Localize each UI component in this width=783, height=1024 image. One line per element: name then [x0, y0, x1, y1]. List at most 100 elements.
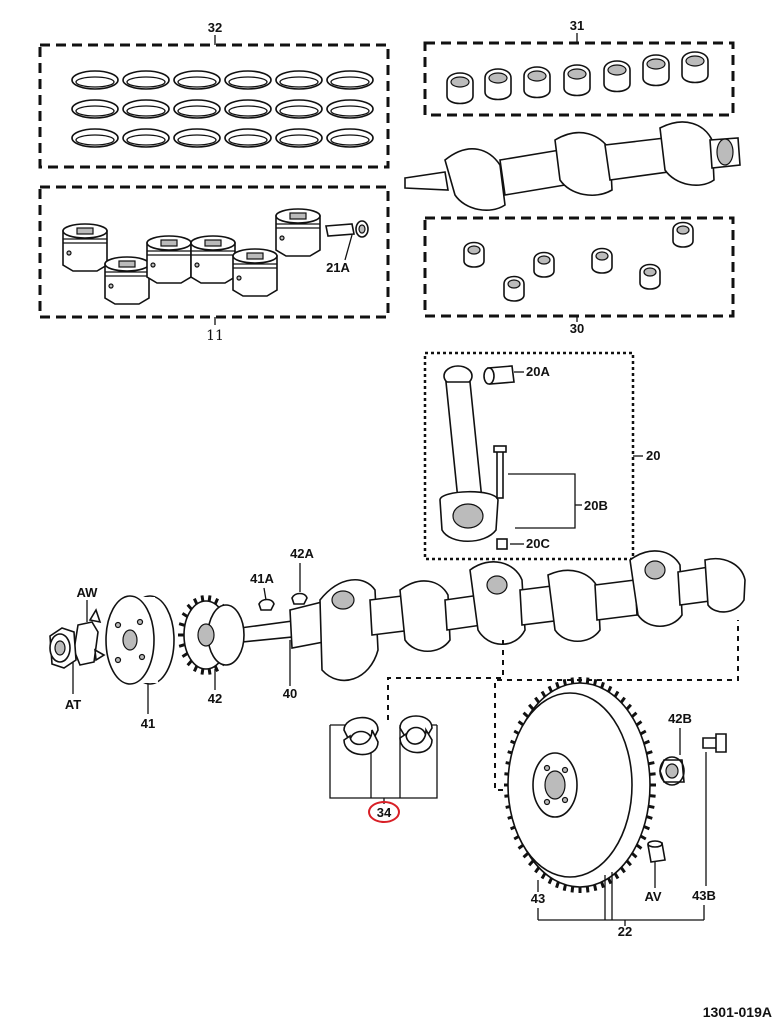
crankshaft-nut[interactable] [49, 627, 77, 669]
piston-ring-inner [75, 76, 115, 88]
main-bearing-bore [567, 68, 587, 80]
gear-tooth [186, 603, 193, 611]
main-bearing-bore [450, 76, 470, 88]
piston-ring [71, 99, 119, 119]
callout-32: 32 [208, 20, 222, 35]
callout-42b: 42B [668, 711, 692, 726]
ring-gear-tooth [593, 679, 598, 686]
piston-ring-set-group[interactable]: 32 [38, 20, 390, 169]
gear-tooth [200, 668, 205, 675]
figure-code: 1301-019A [703, 1004, 772, 1020]
crankshaft[interactable] [239, 550, 746, 682]
ring-gear-tooth [540, 690, 547, 698]
piston-ring [326, 70, 374, 90]
piston-ring [275, 70, 323, 90]
flywheel[interactable] [504, 677, 656, 893]
ring-gear-tooth [631, 852, 638, 859]
crankshaft-pulley[interactable] [105, 595, 175, 685]
rod-bearing-set-group[interactable]: 30 [423, 216, 735, 336]
ring-gear-tooth [643, 739, 651, 745]
piston-crown-mark [118, 260, 136, 268]
flywheel-bolt[interactable] [702, 733, 727, 753]
piston-ring-inner [126, 76, 166, 88]
rod-bearing-bore [537, 255, 551, 265]
crankshaft-gear[interactable] [178, 595, 245, 675]
piston-ring-inner [330, 134, 370, 146]
ring-gear-tooth [646, 815, 653, 820]
pilot-bearing[interactable] [659, 756, 685, 786]
connecting-rod-group[interactable]: 20A 20B 20C 20 [423, 351, 660, 561]
piston-ring-inner [126, 134, 166, 146]
piston-ring-inner [177, 105, 217, 117]
ring-gear-tooth [639, 834, 647, 841]
group-box-20 [423, 351, 635, 561]
piston-ring-inner [75, 134, 115, 146]
callout-at: AT [65, 697, 81, 712]
callout-30: 30 [570, 321, 584, 336]
gear-tooth [213, 665, 219, 673]
piston-pin-hole [66, 250, 72, 256]
piston-ring [224, 128, 272, 148]
callout-31: 31 [570, 18, 584, 33]
piston-crown-mark [204, 239, 222, 247]
ring-gear-tooth [648, 804, 655, 809]
group-box-32 [38, 43, 390, 169]
piston-ring [122, 70, 170, 90]
main-bearing-set-group[interactable]: 31 [423, 18, 735, 117]
ring-gear-tooth [562, 679, 567, 686]
piston-pin-hole [279, 235, 285, 241]
piston-ring-inner [177, 76, 217, 88]
piston-pin-hole [150, 262, 156, 268]
gear-tooth [178, 622, 186, 627]
leader-34-dashed [387, 640, 504, 720]
callout-40: 40 [283, 686, 297, 701]
ring-gear-tooth [646, 750, 653, 755]
callout-20c: 20C [526, 536, 550, 551]
gear-tooth [193, 597, 199, 605]
piston-ring-inner [330, 76, 370, 88]
piston-ring-inner [279, 134, 319, 146]
ring-gear-tooth [619, 866, 626, 874]
piston-ring [71, 128, 119, 148]
piston-ring-inner [228, 105, 268, 117]
piston-ring [326, 128, 374, 148]
lock-plate[interactable] [73, 608, 106, 666]
ring-gear-tooth [522, 852, 529, 859]
piston-ring-inner [126, 105, 166, 117]
piston-ring-inner [75, 105, 115, 117]
ring-gear-tooth [540, 872, 547, 880]
ring-gear-tooth [528, 859, 535, 867]
ring-gear-tooth [593, 884, 598, 891]
piston-ring-inner [177, 134, 217, 146]
ring-gear-tooth [643, 825, 651, 831]
main-bearing-bore [646, 58, 666, 70]
highlight-circle-34 [368, 801, 400, 823]
piston-ring-inner [330, 105, 370, 117]
ring-gear-tooth [570, 677, 575, 684]
piston-set-group[interactable]: 21A 11 [38, 185, 390, 344]
piston-crown-mark [246, 252, 264, 260]
callout-20: 20 [646, 448, 660, 463]
ring-gear-tooth [570, 886, 575, 893]
callout-42a: 42A [290, 546, 314, 561]
gear-tooth [178, 643, 186, 648]
pistons [62, 208, 321, 305]
dowel-pin[interactable] [647, 840, 666, 863]
small-end-bushing [483, 365, 515, 385]
main-bearing-bore [488, 72, 508, 84]
thrust-washers[interactable] [329, 715, 438, 804]
group-box-30 [423, 216, 735, 318]
ring-gear-tooth [555, 681, 560, 689]
rod-bolt [493, 445, 507, 499]
ring-gear-tooth [648, 761, 655, 766]
rod-bearings [463, 221, 694, 302]
piston-pin-hole [108, 283, 114, 289]
piston-pin [325, 220, 369, 238]
ring-gear-tooth [649, 772, 656, 776]
piston-ring [224, 70, 272, 90]
ring-gear-tooth [547, 877, 553, 885]
callout-41: 41 [141, 716, 155, 731]
ring-gear-tooth [619, 696, 626, 704]
callout-aw: AW [77, 585, 99, 600]
